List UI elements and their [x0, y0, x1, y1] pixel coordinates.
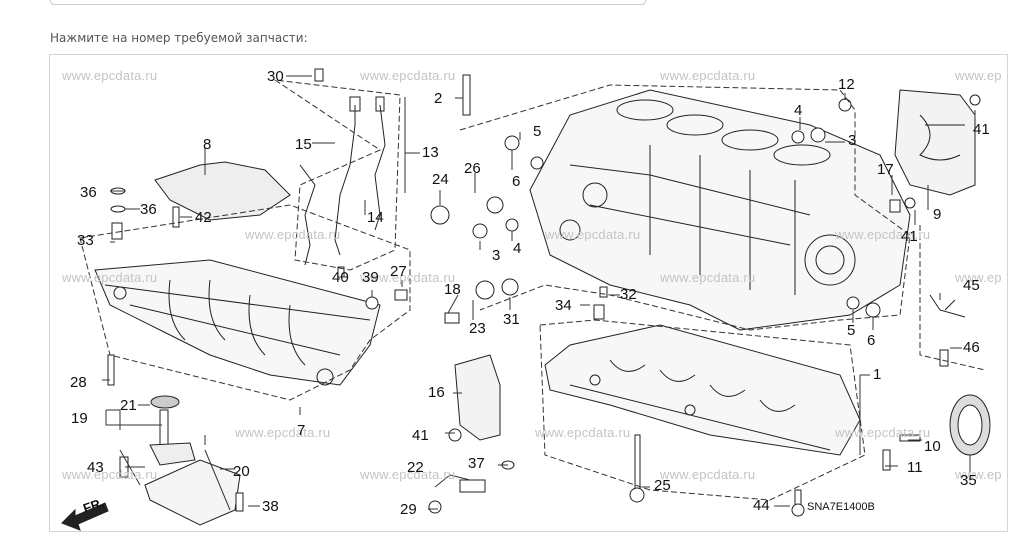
watermark: www.epcdata.ru	[360, 467, 456, 482]
part-callout-14[interactable]: 14	[367, 209, 384, 226]
part-callout-19[interactable]: 19	[71, 410, 88, 427]
part-callout-15[interactable]: 15	[295, 136, 312, 153]
part-callout-4[interactable]: 4	[794, 102, 803, 119]
part-callout-16[interactable]: 16	[428, 384, 445, 401]
watermark: www.epcdata.ru	[660, 270, 756, 285]
watermark: www.epcdata.ru	[835, 227, 931, 242]
part-callout-4[interactable]: 4	[513, 240, 522, 257]
part-callout-1[interactable]: 1	[873, 366, 882, 383]
part-callout-24[interactable]: 24	[432, 171, 449, 188]
parts-diagram: www.epcdata.ru www.epcdata.ru www.epcdat…	[49, 54, 1008, 532]
part-callout-36[interactable]: 36	[80, 184, 97, 201]
leader-lines	[102, 75, 976, 511]
part-callout-7[interactable]: 7	[297, 422, 306, 439]
gasket-drawing	[894, 89, 976, 196]
watermark: www.ep	[955, 270, 1002, 285]
diagram-artwork	[61, 68, 991, 531]
part-callout-36[interactable]: 36	[140, 201, 157, 218]
part-callout-38[interactable]: 38	[262, 498, 279, 515]
part-callout-21[interactable]: 21	[120, 397, 137, 414]
part-callout-3[interactable]: 3	[848, 132, 857, 149]
part-callout-32[interactable]: 32	[620, 286, 637, 303]
part-callout-8[interactable]: 8	[203, 136, 212, 153]
search-box-edge	[50, 0, 646, 5]
watermark: www.epcdata.ru	[535, 425, 631, 440]
watermark: www.epcdata.ru	[62, 467, 158, 482]
part-callout-45[interactable]: 45	[963, 277, 980, 294]
part-callout-27[interactable]: 27	[390, 263, 407, 280]
part-callout-28[interactable]: 28	[70, 374, 87, 391]
part-callout-5[interactable]: 5	[847, 322, 856, 339]
baffle-plate-drawing	[154, 161, 291, 221]
watermark: www.epcdata.ru	[235, 425, 331, 440]
part-callout-12[interactable]: 12	[838, 76, 855, 93]
part-callout-35[interactable]: 35	[960, 472, 977, 489]
watermark: www.epcdata.ru	[660, 467, 756, 482]
part-callout-33[interactable]: 33	[77, 232, 94, 249]
part-callout-26[interactable]: 26	[464, 160, 481, 177]
part-callout-18[interactable]: 18	[444, 281, 461, 298]
part-callout-22[interactable]: 22	[407, 459, 424, 476]
part-callout-6[interactable]: 6	[512, 173, 521, 190]
part-callout-46[interactable]: 46	[963, 339, 980, 356]
part-callout-43[interactable]: 43	[87, 459, 104, 476]
cylinder-block-drawing	[529, 89, 911, 331]
watermark: www.epcdata.ru	[62, 68, 158, 83]
part-callout-30[interactable]: 30	[267, 68, 284, 85]
part-callout-37[interactable]: 37	[468, 455, 485, 472]
lower-block-drawing	[544, 324, 861, 456]
part-callout-2[interactable]: 2	[434, 90, 443, 107]
part-callout-13[interactable]: 13	[422, 144, 439, 161]
watermark: www.epcdata.ru	[660, 68, 756, 83]
part-callout-5[interactable]: 5	[533, 123, 542, 140]
part-callout-40[interactable]: 40	[332, 269, 349, 286]
part-callout-11[interactable]: 11	[907, 459, 923, 476]
part-callout-25[interactable]: 25	[654, 477, 671, 494]
watermark: www.ep	[955, 68, 1002, 83]
oil-seal-drawing	[949, 394, 991, 456]
watermark: www.epcdata.ru	[245, 227, 341, 242]
strainer-drawing	[144, 395, 241, 526]
watermark: www.epcdata.ru	[545, 227, 641, 242]
part-callout-29[interactable]: 29	[400, 501, 417, 518]
harness-drawing	[299, 96, 386, 266]
part-callout-42[interactable]: 42	[195, 209, 212, 226]
group-brackets	[79, 79, 986, 501]
instruction-text: Нажмите на номер требуемой запчасти:	[50, 31, 308, 45]
part-callout-23[interactable]: 23	[469, 320, 486, 337]
part-callout-10[interactable]: 10	[924, 438, 941, 455]
part-callout-41[interactable]: 41	[412, 427, 429, 444]
part-callout-20[interactable]: 20	[233, 463, 250, 480]
oil-pan-drawing	[94, 259, 381, 386]
part-callout-41[interactable]: 41	[973, 121, 990, 138]
part-callout-6[interactable]: 6	[867, 332, 876, 349]
watermark: www.epcdata.ru	[62, 270, 158, 285]
part-callout-17[interactable]: 17	[877, 161, 894, 178]
part-callout-31[interactable]: 31	[503, 311, 520, 328]
watermark: www.epcdata.ru	[360, 270, 456, 285]
front-arrow-icon	[61, 502, 109, 531]
watermark: www.epcdata.ru	[835, 425, 931, 440]
part-callout-41[interactable]: 41	[901, 228, 918, 245]
part-callout-34[interactable]: 34	[555, 297, 572, 314]
part-callout-3[interactable]: 3	[492, 247, 501, 264]
cover-drawing	[454, 354, 501, 441]
part-callout-9[interactable]: 9	[933, 206, 942, 223]
part-callout-39[interactable]: 39	[362, 269, 379, 286]
watermark: www.ep	[955, 467, 1002, 482]
part-callout-44[interactable]: 44	[753, 497, 770, 514]
watermark: www.epcdata.ru	[360, 68, 456, 83]
diagram-code: SNA7E1400B	[807, 501, 875, 513]
